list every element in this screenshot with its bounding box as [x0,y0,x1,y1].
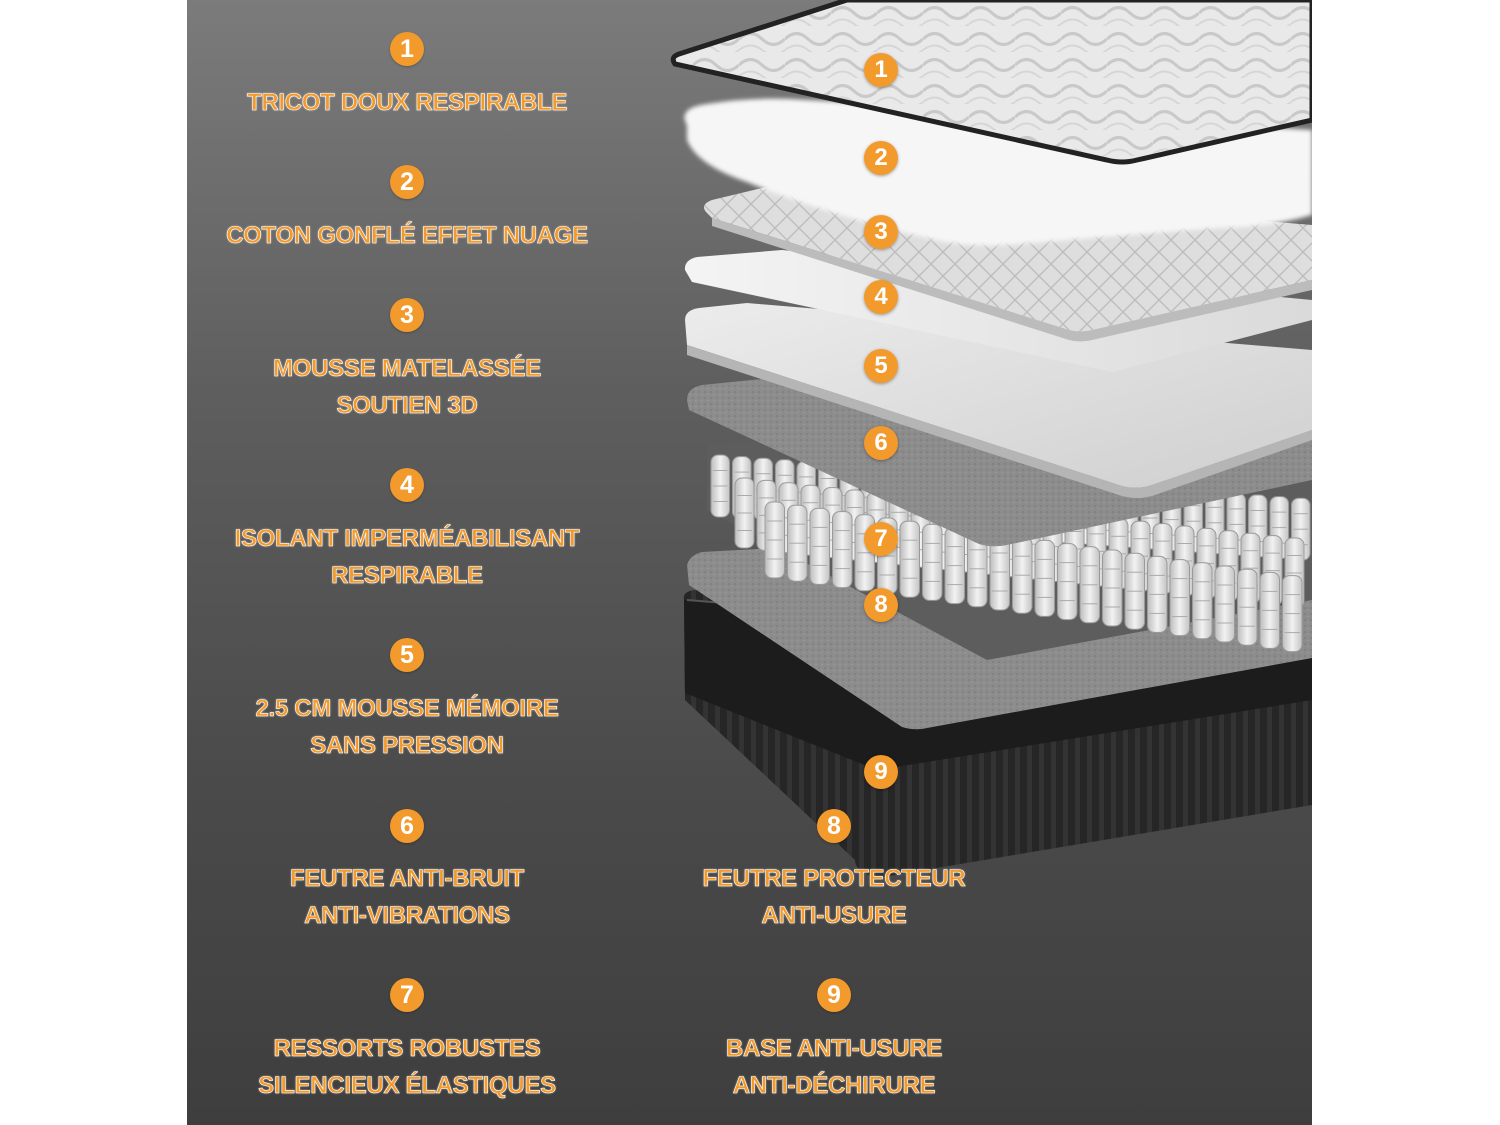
feature-7-number: 7 [390,978,424,1012]
feature-7-label: RESSORTS ROBUSTES SILENCIEUX ÉLASTIQUES [258,1035,557,1100]
feature-1-label: TRICOT DOUX RESPIRABLE [246,89,568,117]
layer-marker-4: 4 [864,280,898,314]
layer-marker-2: 2 [864,141,898,175]
feature-3-label: MOUSSE MATELASSÉE SOUTIEN 3D [273,355,542,420]
layer-marker-9: 9 [864,755,898,789]
feature-2-number: 2 [390,165,424,199]
feature-5-number: 5 [390,638,424,672]
feature-4-number: 4 [390,468,424,502]
mattress-layers-illustration [670,0,1312,878]
layer-marker-3: 3 [864,215,898,249]
layer-marker-1: 1 [864,53,898,87]
feature-8-number: 8 [817,809,851,843]
feature-3-number: 3 [390,298,424,332]
layer-marker-6: 6 [864,426,898,460]
feature-9-label: BASE ANTI-USURE ANTI-DÉCHIRURE [726,1035,943,1100]
product-infographic: 1 2 3 4 5 6 7 8 9 1 TRICOT DOUX RESPIRAB… [187,0,1312,1125]
feature-1-number: 1 [390,32,424,66]
layer-marker-5: 5 [864,349,898,383]
feature-9-number: 9 [817,978,851,1012]
layer-marker-8: 8 [864,588,898,622]
feature-6-label: FEUTRE ANTI-BRUIT ANTI-VIBRATIONS [290,865,525,930]
feature-5-label: 2.5 CM MOUSSE MÉMOIRE SANS PRESSION [255,695,559,760]
feature-4-label: ISOLANT IMPERMÉABILISANT RESPIRABLE [234,525,580,590]
layer-marker-7: 7 [864,522,898,556]
layer-1-knit [673,0,1312,162]
feature-2-label: COTON GONFLÉ EFFET NUAGE [226,222,589,250]
feature-6-number: 6 [390,809,424,843]
feature-8-label: FEUTRE PROTECTEUR ANTI-USURE [702,865,966,930]
